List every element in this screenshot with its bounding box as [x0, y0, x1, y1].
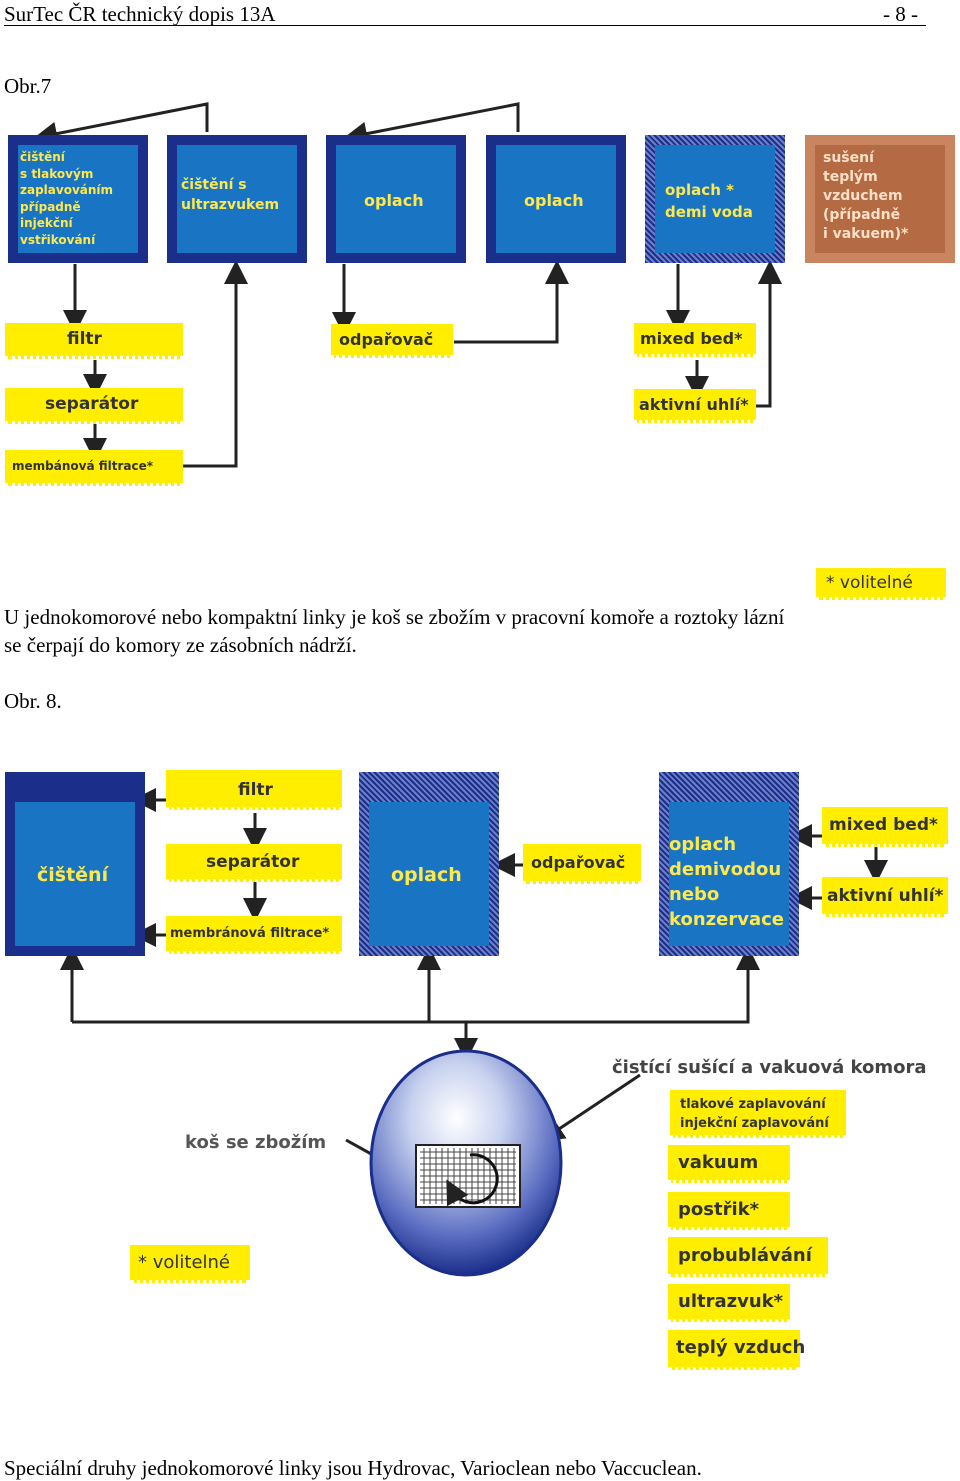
unit-separator: separátor	[5, 388, 183, 424]
tank-cleaning: čištění	[5, 772, 145, 956]
option-pressure-injection-flooding: tlakové zaplavování injekční zaplavování	[670, 1090, 846, 1138]
unit-membrane-filtration: membánová filtrace*	[5, 450, 183, 486]
figure-7-label: Obr.7	[4, 74, 52, 98]
option-vacuum-label: vakuum	[678, 1152, 759, 1173]
unit-activated-carbon-label: aktivní uhlí*	[639, 395, 749, 414]
page-number: - 8 -	[883, 2, 918, 26]
option-bubbling: probublávání	[668, 1237, 828, 1277]
document-title: SurTec ČR technický dopis 13A	[4, 2, 276, 26]
optional-note-7: * volitelné	[816, 568, 946, 600]
unit-filter-8-label: filtr	[238, 780, 273, 800]
unit-activated-carbon: aktivní uhlí*	[634, 389, 756, 423]
unit-evaporator-8: odpařovač	[523, 844, 641, 884]
unit-filter: filtr	[5, 323, 183, 359]
figure-7-connectors	[33, 102, 782, 468]
unit-carbon-8: aktivní uhlí*	[822, 877, 948, 917]
unit-evaporator: odpařovač	[331, 324, 453, 358]
basket-label: koš se zbožím	[185, 1132, 327, 1153]
tank-rinse-label: oplach	[391, 864, 462, 886]
unit-mixed-bed-8-label: mixed bed*	[829, 815, 938, 835]
figure-7-diagram: čištění s tlakovým zaplavováním případně…	[0, 98, 960, 600]
tank-ultrasonic-cleaning-label: čištění s ultrazvukem	[181, 177, 280, 213]
optional-note-7-label: * volitelné	[826, 573, 913, 593]
figure-8-diagram: čištění oplach oplach demivodou nebo kon…	[0, 760, 960, 1380]
unit-membrane-8: membránová filtrace*	[166, 916, 342, 954]
paragraph-line-2: se čerpají do komory ze zásobních nádrží…	[4, 633, 357, 657]
tank-rinse: oplach	[359, 772, 499, 956]
unit-membrane-filtration-label: membánová filtrace*	[12, 459, 154, 473]
option-spray-label: postřik*	[678, 1199, 759, 1220]
unit-evaporator-8-label: odpařovač	[531, 853, 626, 872]
tank-rinse-demi-conservation: oplach demivodou nebo konzervace	[659, 772, 799, 956]
option-warm-air-label: teplý vzduch	[676, 1337, 806, 1358]
tank-pressure-cleaning-label: čištění s tlakovým zaplavováním případně…	[20, 150, 114, 247]
unit-mixed-bed-8: mixed bed*	[822, 807, 948, 847]
tank-rinse-demi: oplach * demi voda	[645, 135, 785, 263]
unit-separator-8: separátor	[166, 844, 342, 882]
tank-drying: sušení teplým vzduchem (případně i vakue…	[805, 135, 955, 263]
tank-drying-label: sušení teplým vzduchem (případně i vakue…	[823, 150, 909, 242]
tank-cleaning-label: čištění	[37, 864, 109, 886]
unit-mixed-bed-label: mixed bed*	[640, 329, 743, 348]
option-pressure-injection-flooding-label: tlakové zaplavování injekční zaplavování	[680, 1097, 829, 1131]
option-bubbling-label: probublávání	[678, 1245, 812, 1266]
unit-separator-label: separátor	[45, 394, 139, 414]
paragraph-line-1: U jednokomorové nebo kompaktní linky je …	[4, 605, 785, 629]
unit-filter-label: filtr	[67, 329, 102, 349]
option-vacuum: vakuum	[668, 1145, 790, 1183]
unit-membrane-8-label: membránová filtrace*	[170, 926, 330, 941]
header-rule	[4, 25, 926, 26]
tank-rinse-2: oplach	[486, 135, 626, 263]
unit-filter-8: filtr	[166, 770, 342, 810]
option-warm-air: teplý vzduch	[668, 1330, 805, 1370]
optional-note-8-label: * volitelné	[138, 1252, 231, 1273]
tank-rinse-2-label: oplach	[524, 191, 584, 210]
option-ultrasound: ultrazvuk*	[668, 1284, 790, 1322]
unit-carbon-8-label: aktivní uhlí*	[827, 886, 944, 906]
tank-rinse-demi-conservation-label: oplach demivodou nebo konzervace	[669, 834, 784, 930]
tank-pressure-cleaning: čištění s tlakovým zaplavováním případně…	[8, 135, 148, 263]
figure-8-label: Obr. 8.	[4, 689, 62, 713]
chamber-title: čistící sušící a vakuová komora	[612, 1057, 927, 1078]
figure-8-connectors	[60, 788, 888, 1277]
option-ultrasound-label: ultrazvuk*	[678, 1291, 784, 1312]
unit-evaporator-label: odpařovač	[339, 330, 434, 349]
footer-text: Speciální druhy jednokomorové linky jsou…	[4, 1456, 702, 1480]
tank-ultrasonic-cleaning: čištění s ultrazvukem	[167, 135, 307, 263]
tank-rinse-1-label: oplach	[364, 191, 424, 210]
tank-rinse-demi-label: oplach * demi voda	[665, 181, 753, 221]
unit-mixed-bed: mixed bed*	[634, 323, 756, 357]
optional-note-8: * volitelné	[130, 1245, 250, 1283]
tank-rinse-1: oplach	[326, 135, 466, 263]
unit-separator-8-label: separátor	[206, 852, 300, 872]
option-spray: postřik*	[668, 1192, 790, 1230]
